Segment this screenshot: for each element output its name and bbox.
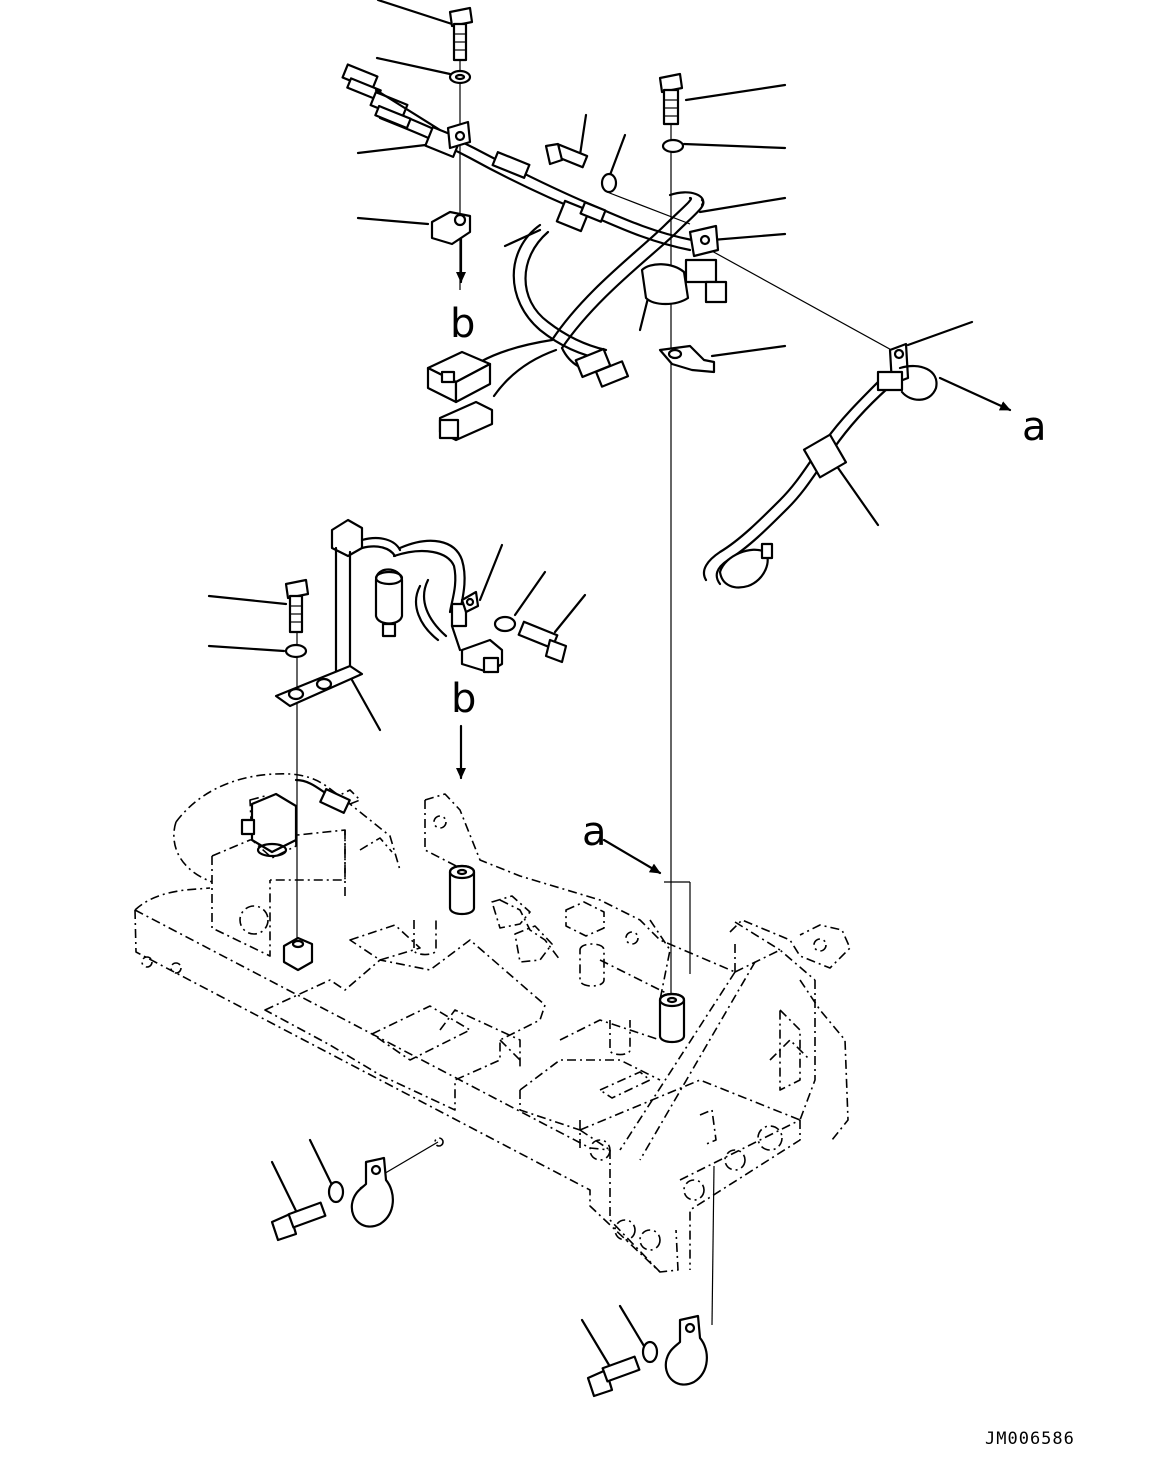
harness-clamp-mid (555, 199, 591, 233)
label-view-a-lower: a (582, 809, 607, 855)
lower-fasteners (270, 1156, 708, 1398)
connector-right-2 (704, 280, 728, 304)
washer-top-left (448, 69, 472, 85)
washer-lower-right (641, 1340, 659, 1364)
harness-clamp-left (424, 126, 462, 158)
frame-connector (294, 778, 351, 814)
bolt-top-left (448, 6, 474, 62)
clamp-mid-left (430, 210, 472, 246)
washer-top-right (661, 138, 685, 154)
bolt-left (284, 578, 310, 634)
connector-lower-right (574, 347, 630, 388)
connector-right-sensor (876, 370, 904, 392)
pressure-sensor (374, 568, 404, 625)
label-view-a-right: a (1022, 404, 1047, 450)
bracket-foot (274, 664, 364, 708)
sensor-bracket-assembly (274, 518, 568, 708)
harness-grommet (640, 263, 690, 306)
bolt-lower-right (586, 1355, 641, 1398)
clamp-top-left (446, 120, 472, 150)
connector-lower-square (426, 350, 492, 404)
connector-on-bundle (491, 151, 531, 179)
view-arrows (456, 226, 1012, 875)
clamp-lower-left (350, 1156, 394, 1228)
harness-clip-right (802, 433, 848, 479)
washer-lower-left (327, 1180, 345, 1204)
right-sensor-harness (702, 342, 938, 589)
bolt-lower-left (270, 1201, 327, 1242)
bolt-sensor (517, 620, 568, 664)
bolt-top-right (658, 72, 684, 126)
washer-sensor (493, 615, 517, 633)
connector-lower-plug (438, 400, 494, 442)
upper-fasteners (430, 6, 716, 374)
assembly-lines (296, 40, 896, 1326)
sensor-right (718, 548, 769, 589)
connector-right-1 (684, 258, 718, 284)
clip-right-lower (658, 344, 716, 374)
label-view-b-lower: b (451, 676, 476, 722)
arrow-a-right (938, 376, 1012, 412)
label-view-b-upper: b (450, 301, 475, 347)
solenoid-valve (240, 792, 298, 858)
harness-bracket-right (688, 224, 720, 258)
mounting-bosses (282, 864, 686, 1056)
left-fasteners (284, 578, 310, 659)
frame-structure (134, 773, 851, 1273)
bolt-upper-center (544, 142, 589, 169)
washer-left (284, 643, 308, 659)
clamp-lower-right (664, 1314, 708, 1386)
connector-top-left-2 (369, 91, 412, 130)
main-wiring-harness (341, 63, 728, 442)
clamp-sensor (450, 602, 468, 628)
drawing-code: JM006586 (985, 1429, 1075, 1449)
washer-upper-center (600, 172, 618, 194)
arrow-a-lower (602, 838, 662, 875)
leader-lines (207, 0, 974, 1372)
